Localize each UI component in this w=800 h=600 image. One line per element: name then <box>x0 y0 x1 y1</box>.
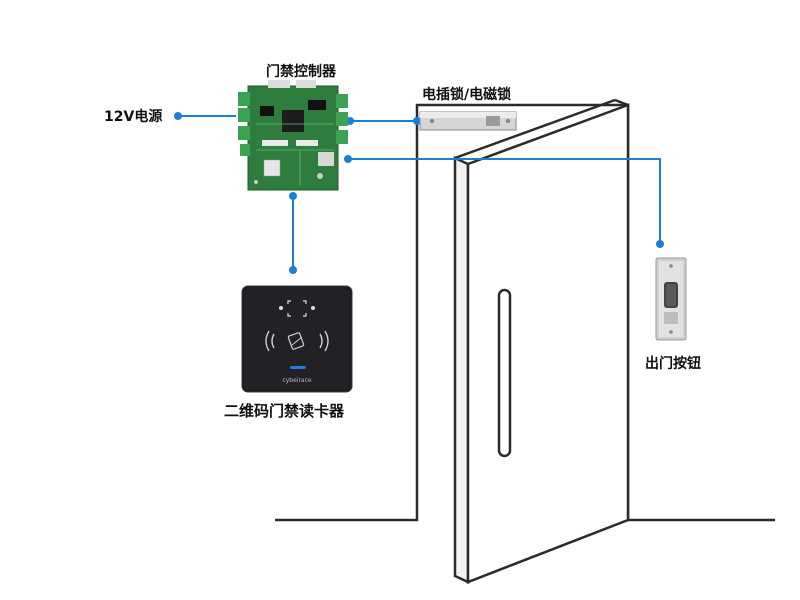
card-tap-icon <box>287 332 305 350</box>
controller-board <box>238 80 348 191</box>
wiring <box>174 112 664 274</box>
terminal-dot <box>174 112 182 120</box>
door-frame <box>275 103 775 522</box>
exit-button-label: 出门按钮 <box>645 355 701 372</box>
reader-brand-text: cybeirace <box>282 377 311 384</box>
nfc-wave-icon <box>265 330 329 352</box>
terminal-dot <box>289 192 297 200</box>
terminal-dot <box>344 155 352 163</box>
power-label: 12V电源 <box>104 108 162 125</box>
controller-label: 门禁控制器 <box>266 63 337 80</box>
reader-label: 二维码门禁读卡器 <box>224 402 345 420</box>
door-handle <box>497 288 512 458</box>
wire-exit-button <box>348 158 661 244</box>
terminal-dot <box>656 240 664 248</box>
terminal-dot <box>289 266 297 274</box>
qr-reader-device: cybeirace <box>241 285 353 393</box>
lock-label: 电插锁/电磁锁 <box>422 86 511 103</box>
door-leaf <box>453 98 630 584</box>
exit-button-device <box>655 257 687 341</box>
electric-lock <box>419 111 517 131</box>
qr-frame-icon <box>287 300 307 317</box>
terminal-dot <box>413 117 421 125</box>
